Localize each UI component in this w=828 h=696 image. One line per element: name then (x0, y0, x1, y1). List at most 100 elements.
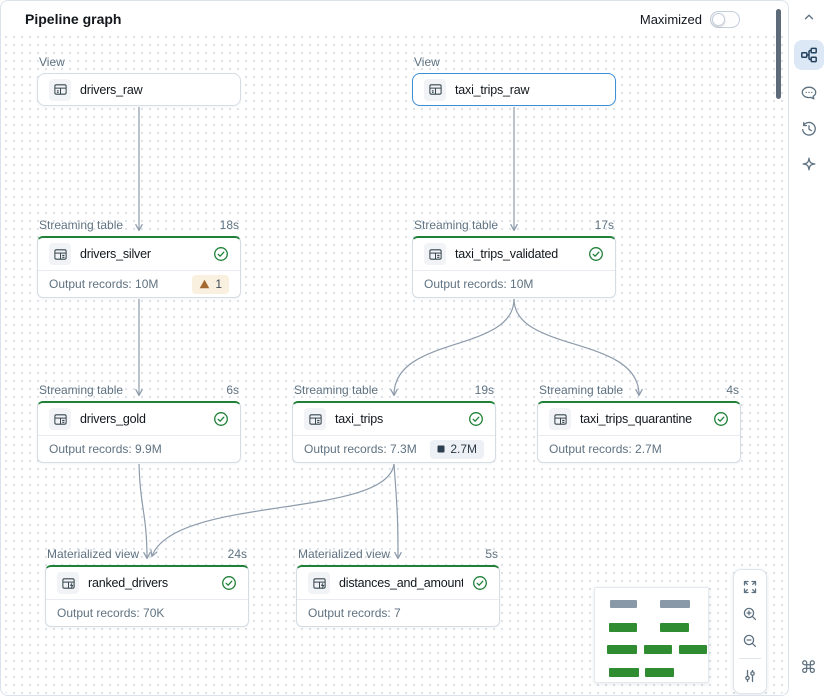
node-name: taxi_trips_raw (455, 82, 530, 97)
page-title: Pipeline graph (25, 11, 122, 27)
controls-divider (739, 658, 761, 659)
success-check-icon (468, 411, 484, 427)
toggle-knob (712, 13, 725, 26)
comments-icon[interactable] (794, 78, 824, 108)
square-icon (437, 445, 445, 453)
warning-triangle-icon (199, 279, 210, 289)
node-taxi-trips: Streaming table 19s taxi_trips Output rec… (292, 382, 496, 463)
view-table-icon (49, 78, 71, 101)
node-distances-and-amounts: Materialized view 5s distances_and_amount… (296, 546, 500, 627)
node-taxi-trips-raw: View taxi_trips_raw (412, 54, 616, 106)
node-name: taxi_trips_validated (455, 247, 559, 261)
node-taxi-trips-validated: Streaming table 17s taxi_trips_validated … (412, 217, 616, 298)
node-duration: 18s (219, 218, 239, 232)
right-sidebar: ⌘ (789, 0, 828, 696)
maximized-toggle[interactable] (710, 11, 740, 28)
node-drivers-raw: View drivers_raw (37, 54, 241, 106)
node-card-taxi-trips-raw[interactable]: taxi_trips_raw (412, 73, 616, 106)
node-kind-label: Streaming table (414, 218, 499, 232)
vertical-scrollbar[interactable] (776, 9, 781, 99)
zoom-out-button[interactable] (740, 631, 760, 651)
node-card-drivers-silver[interactable]: drivers_silver Output records: 10M 1 (37, 236, 241, 298)
node-kind-label: Streaming table (39, 383, 124, 397)
node-kind-label: View (39, 55, 65, 69)
graph-minimap[interactable] (594, 587, 709, 683)
minimap-node (644, 645, 672, 654)
minimap-node (645, 668, 674, 677)
streaming-table-icon (49, 243, 71, 265)
minimap-node (660, 623, 689, 632)
node-duration: 24s (227, 547, 247, 561)
node-duration: 17s (594, 218, 614, 232)
success-check-icon (713, 411, 729, 427)
node-card-ranked-drivers[interactable]: ranked_drivers Output records: 70K (45, 565, 249, 627)
node-drivers-gold: Streaming table 6s drivers_gold Output re… (37, 382, 241, 463)
node-name: distances_and_amounts_b... (339, 576, 463, 590)
badge-value: 2.7M (450, 442, 477, 456)
success-check-icon (588, 246, 604, 262)
graph-settings-button[interactable] (740, 666, 760, 686)
node-card-drivers-gold[interactable]: drivers_gold Output records: 9.9M (37, 401, 241, 463)
node-kind-label: View (414, 55, 440, 69)
output-records-text: Output records: 7 (308, 606, 401, 620)
streaming-table-icon (304, 408, 326, 430)
minimap-node (609, 668, 639, 677)
command-shortcuts-icon[interactable]: ⌘ (800, 657, 817, 677)
node-duration: 5s (485, 547, 498, 561)
node-name: ranked_drivers (88, 576, 168, 590)
output-records-text: Output records: 10M (49, 277, 159, 291)
minimap-node (660, 600, 690, 608)
output-records-text: Output records: 2.7M (549, 442, 662, 456)
node-taxi-trips-quarantine: Streaming table 4s taxi_trips_quarantine … (537, 382, 741, 463)
node-card-taxi-trips[interactable]: taxi_trips Output records: 7.3M 2.7M (292, 401, 496, 463)
node-duration: 4s (726, 383, 739, 397)
node-kind-label: Streaming table (539, 383, 624, 397)
node-drivers-silver: Streaming table 18s drivers_silver Output… (37, 217, 241, 298)
node-kind-label: Materialized view (47, 547, 140, 561)
node-name: taxi_trips (335, 412, 384, 426)
success-check-icon (472, 575, 488, 591)
streaming-table-icon (49, 408, 71, 430)
success-check-icon (213, 246, 229, 262)
node-kind-label: Streaming table (294, 383, 379, 397)
output-records-text: Output records: 70K (57, 606, 165, 620)
badge-value: 1 (215, 277, 222, 291)
node-duration: 6s (226, 383, 239, 397)
view-table-icon (424, 78, 446, 101)
success-check-icon (213, 411, 229, 427)
node-card-distances-and-amounts[interactable]: distances_and_amounts_b... Output record… (296, 565, 500, 627)
minimap-node (679, 645, 707, 654)
minimap-node (609, 623, 637, 632)
output-records-text: Output records: 9.9M (49, 442, 162, 456)
materialized-view-icon (57, 572, 79, 594)
collapse-chevron-up-icon[interactable] (794, 6, 824, 28)
node-name: drivers_raw (80, 82, 143, 97)
materialized-view-icon (308, 572, 330, 594)
minimap-node (610, 600, 637, 608)
node-card-taxi-trips-validated[interactable]: taxi_trips_validated Output records: 10M (412, 236, 616, 298)
node-kind-label: Streaming table (39, 218, 124, 232)
node-duration: 19s (474, 383, 494, 397)
node-card-taxi-trips-quarantine[interactable]: taxi_trips_quarantine Output records: 2.… (537, 401, 741, 463)
zoom-in-button[interactable] (740, 604, 760, 624)
output-records-text: Output records: 10M (424, 277, 534, 291)
output-records-text: Output records: 7.3M (304, 442, 417, 456)
canvas-controls (733, 569, 767, 694)
node-card-drivers-raw[interactable]: drivers_raw (37, 73, 241, 106)
node-kind-label: Materialized view (298, 547, 391, 561)
dropped-records-badge[interactable]: 2.7M (430, 439, 484, 459)
assistant-sparkle-icon[interactable] (794, 150, 824, 180)
node-ranked-drivers: Materialized view 24s ranked_drivers Outp… (45, 546, 249, 627)
fit-view-button[interactable] (740, 577, 760, 597)
minimap-node (607, 645, 637, 654)
success-check-icon (221, 575, 237, 591)
pipeline-canvas: Pipeline graph Maximized View (0, 0, 789, 696)
pipeline-graph-icon[interactable] (793, 40, 824, 70)
streaming-table-icon (549, 408, 571, 430)
maximized-label: Maximized (639, 12, 702, 27)
history-icon[interactable] (794, 114, 824, 144)
streaming-table-icon (424, 243, 446, 265)
expectation-warning-badge[interactable]: 1 (192, 274, 229, 294)
node-name: drivers_gold (80, 412, 146, 426)
